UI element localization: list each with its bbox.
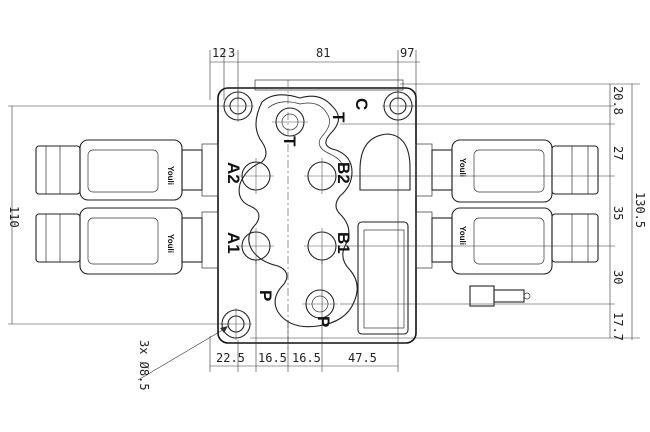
- brand-label-right-top: Youli: [458, 158, 467, 177]
- dim-bottom-47-5: 47.5: [348, 351, 377, 365]
- dimension-top: 12 3 81 97: [209, 46, 420, 100]
- dim-top-3: 3: [228, 46, 235, 60]
- port-b2-circle: [304, 158, 340, 194]
- port-label-b2: B2: [334, 162, 353, 184]
- port-label-a1: A1: [224, 232, 243, 254]
- port-t-circle: [272, 107, 308, 137]
- dim-bottom-16-5a: 16.5: [258, 351, 287, 365]
- right-solenoid-top: Youli: [415, 139, 599, 203]
- port-label-b1: B1: [334, 232, 353, 254]
- port-label-p-left: P: [256, 290, 275, 301]
- dim-right-20-8: 20.8: [611, 86, 625, 115]
- relief-fitting: [469, 285, 531, 307]
- dim-bottom-22-5: 22.5: [216, 351, 245, 365]
- left-solenoid-top: Youli: [35, 139, 219, 201]
- brand-label-left-top: Youli: [166, 166, 175, 185]
- dim-right-130-5: 130.5: [633, 192, 647, 228]
- port-a2-circle: [238, 158, 274, 194]
- dim-holes-3x-8-5: 3x Ø8.5: [137, 340, 151, 391]
- dim-top-81: 81: [316, 46, 330, 60]
- port-label-p-right: P: [314, 316, 333, 327]
- port-label-t-lower: T: [280, 136, 299, 147]
- dim-right-35: 35: [611, 206, 625, 220]
- hole-callout: 3x Ø8.5: [137, 326, 228, 391]
- dim-bottom-16-5b: 16.5: [292, 351, 321, 365]
- dim-right-27: 27: [611, 146, 625, 160]
- dim-top-12: 12: [212, 46, 226, 60]
- dim-left-110: 110: [7, 206, 21, 228]
- dim-right-17-7: 17.7: [611, 312, 625, 341]
- brand-label-left-bottom: Youli: [166, 234, 175, 253]
- dimension-bottom: 22.5 16.5 16.5 47.5: [209, 120, 399, 372]
- dim-top-97: 97: [400, 46, 414, 60]
- valve-body: [217, 79, 417, 350]
- port-p-circle: [302, 289, 338, 319]
- left-solenoid-bottom: Youli: [35, 207, 219, 275]
- port-label-c: C: [352, 98, 371, 110]
- port-label-t-upper: T: [329, 112, 348, 123]
- dimension-right: 20.8 27 35 30 17.7 130.5: [250, 83, 647, 341]
- dimension-left: 110: [7, 105, 230, 325]
- dim-right-30: 30: [611, 270, 625, 284]
- port-label-a2: A2: [224, 162, 243, 184]
- brand-label-right-bottom: Youli: [458, 226, 467, 245]
- right-solenoid-bottom: Youli: [415, 207, 599, 275]
